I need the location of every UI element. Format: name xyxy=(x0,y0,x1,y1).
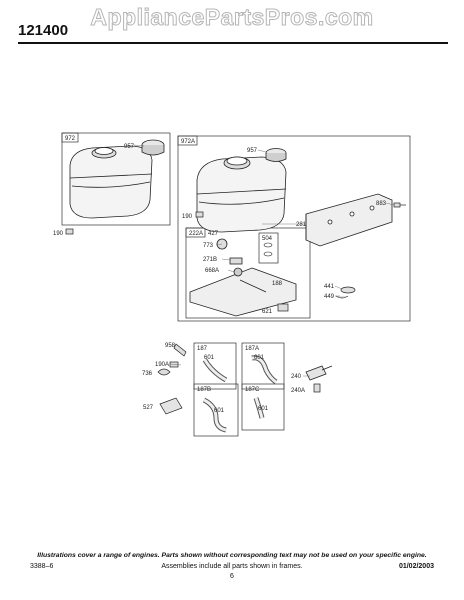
callout-527: 527 xyxy=(143,405,154,411)
callout-883: 883 xyxy=(376,201,387,207)
callout-601-187: 601 xyxy=(204,355,215,361)
callout-271B: 271B xyxy=(203,257,217,263)
callout-621: 621 xyxy=(262,309,273,315)
callout-601-187B: 601 xyxy=(214,408,225,414)
callout-957-left: 957 xyxy=(124,144,135,150)
frame-label-972: 972 xyxy=(65,136,76,142)
screw-190-right xyxy=(195,211,204,218)
frame-972A xyxy=(177,135,411,322)
fuel-cap-right xyxy=(265,148,287,162)
callout-668A: 668A xyxy=(205,268,219,274)
frame-972-tag xyxy=(61,132,79,143)
part-621 xyxy=(277,303,289,312)
callout-427: 427 xyxy=(208,231,219,237)
leader-lines xyxy=(133,144,395,377)
callout-190-left: 190 xyxy=(53,231,64,237)
callout-240: 240 xyxy=(291,374,302,380)
callout-773: 773 xyxy=(203,243,214,249)
frame-label-972A: 972A xyxy=(181,139,195,145)
fuel-cap-left xyxy=(141,139,165,156)
frame-label-187A: 187A xyxy=(245,346,259,352)
frame-label-187B: 187B xyxy=(197,387,211,393)
frame-222A-tag xyxy=(185,227,206,238)
fuel-filter-240 xyxy=(305,365,333,381)
frame-972A-tag xyxy=(177,135,198,146)
control-plate xyxy=(189,238,297,317)
callout-958: 958 xyxy=(165,343,176,349)
frame-504 xyxy=(258,232,279,264)
fuel-hose-187C xyxy=(253,397,265,419)
callout-190A: 190A xyxy=(155,362,169,368)
watermark-site-name: AppliancePartsPros.com xyxy=(90,4,374,31)
callout-449: 449 xyxy=(324,294,335,300)
callout-188: 188 xyxy=(272,281,283,287)
fuel-tank-left xyxy=(69,145,153,219)
callout-190-right: 190 xyxy=(182,214,193,220)
frame-187B xyxy=(193,383,239,437)
screw-883 xyxy=(393,202,406,208)
model-number-title: 121400 xyxy=(18,22,69,39)
fuel-hose-187A xyxy=(251,355,278,385)
callout-957-right: 957 xyxy=(247,148,258,154)
frame-187 xyxy=(193,342,237,390)
frame-187C xyxy=(241,383,285,431)
mounting-bracket xyxy=(305,193,393,247)
fitting-958 xyxy=(173,343,187,357)
clip-441-449 xyxy=(335,286,356,299)
assemblies-note: Assemblies include all parts shown in fr… xyxy=(161,563,303,570)
callout-736: 736 xyxy=(142,371,153,377)
fuel-hose-187 xyxy=(202,358,228,383)
frame-187A xyxy=(241,342,285,390)
document-code: 3388–6 xyxy=(30,563,54,570)
screw-190-left xyxy=(65,228,74,235)
fitting-240A xyxy=(313,383,321,393)
callout-441: 441 xyxy=(324,284,335,290)
frame-label-222A: 222A xyxy=(189,231,203,237)
frame-label-187C: 187C xyxy=(245,387,260,393)
part-504-items xyxy=(263,242,273,257)
fuel-tank-right xyxy=(196,156,287,233)
document-date: 01/02/2003 xyxy=(398,563,434,570)
page-number: 6 xyxy=(230,573,234,580)
disclaimer-text: Illustrations cover a range of engines. … xyxy=(37,552,427,559)
callout-281: 281 xyxy=(296,222,307,228)
clip-527 xyxy=(159,397,183,415)
frame-label-504: 504 xyxy=(262,236,273,242)
callout-601-187A: 601 xyxy=(254,355,265,361)
fuel-hose-187B xyxy=(202,397,227,433)
frame-label-187: 187 xyxy=(197,346,208,352)
callout-601-187C: 601 xyxy=(258,406,269,412)
clamp-736 xyxy=(157,368,171,376)
header-rule xyxy=(18,42,448,44)
frame-972 xyxy=(61,132,171,226)
callout-240A: 240A xyxy=(291,388,305,394)
